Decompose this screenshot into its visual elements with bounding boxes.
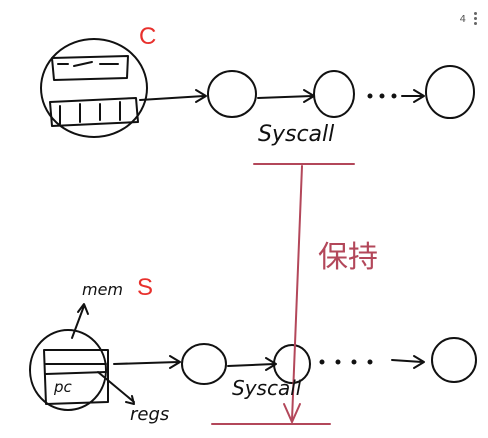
bottom-arrow-1	[113, 355, 181, 369]
top-node-1	[207, 70, 257, 118]
top-node-2	[313, 70, 355, 118]
regs-label: regs	[130, 404, 170, 425]
bottom-arrow-2	[227, 357, 277, 371]
connector-line	[291, 165, 303, 421]
bottom-node-1	[181, 343, 227, 385]
top-node-3	[425, 65, 475, 119]
bottom-node-2	[273, 344, 311, 384]
label-c: C	[139, 23, 157, 50]
bottom-process-circle	[29, 329, 107, 411]
top-syscall-label: Syscall	[258, 122, 335, 147]
top-regs-box	[49, 97, 139, 127]
bottom-arrow-3	[391, 355, 425, 369]
label-s: S	[137, 274, 154, 301]
pc-label: pc	[54, 378, 72, 396]
bottom-syscall-label: Syscall	[232, 376, 302, 400]
regs-pointer	[97, 371, 135, 405]
mem-pointer	[71, 303, 89, 339]
bottom-inner-box	[43, 349, 109, 405]
top-arrow-1	[139, 89, 207, 103]
kebab-menu-icon[interactable]	[474, 12, 478, 28]
mem-label: mem	[82, 280, 124, 299]
top-arrow-2	[257, 89, 315, 103]
arrowhead	[283, 403, 301, 425]
bottom-node-3	[431, 337, 477, 383]
top-arrow-3	[401, 89, 425, 103]
top-mem-box	[51, 55, 129, 81]
page-number: 4	[459, 14, 466, 25]
top-process-circle	[40, 38, 148, 138]
chinese-annotation: 保持	[318, 240, 378, 275]
